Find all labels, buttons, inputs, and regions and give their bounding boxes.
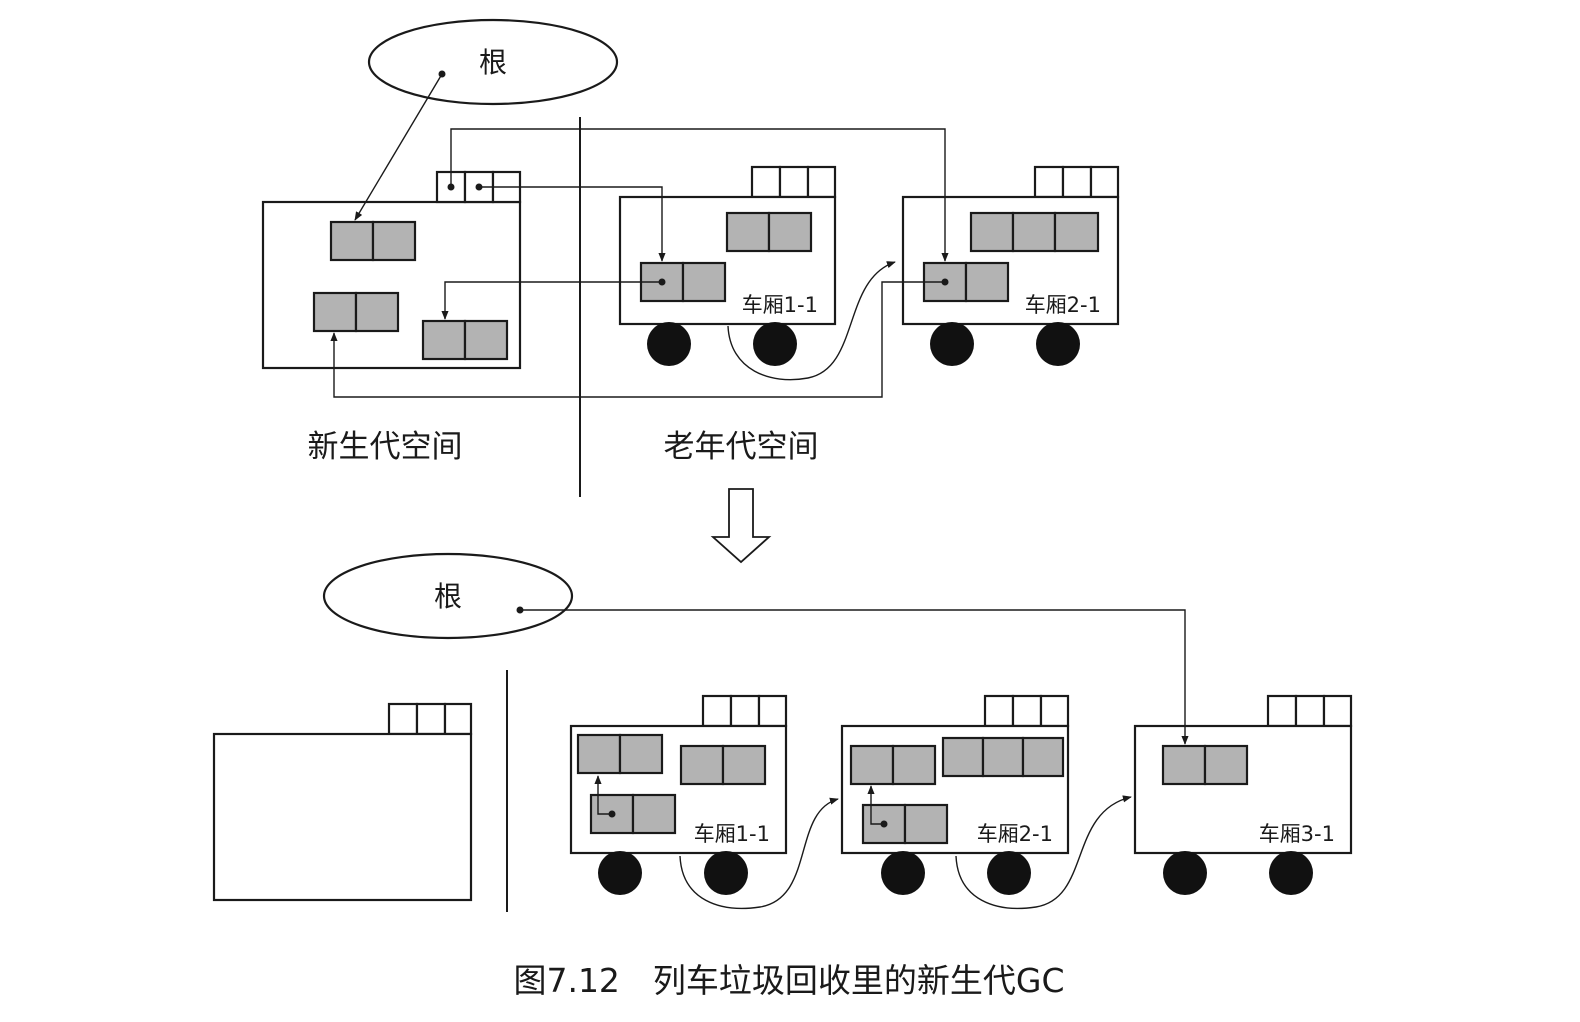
car-wheel: [930, 322, 974, 366]
top-car-2-1: 车厢2-1: [901, 165, 1120, 366]
top-references: [330, 73, 949, 398]
remembered-set-to-car-2-1-arrow: [450, 128, 949, 262]
car-2-1-to-young-object-arrow: [330, 281, 945, 398]
young-space-label: 新生代空间: [308, 429, 463, 465]
car-label: 车厢2-1: [1025, 293, 1101, 317]
car-wheel: [1036, 322, 1080, 366]
car-wheel: [881, 851, 925, 895]
young-object: [312, 291, 400, 333]
car-wheel: [647, 322, 691, 366]
young-object: [421, 319, 509, 361]
top-diagram: 根: [261, 18, 1120, 497]
bottom-car-2-1: 车厢2-1: [840, 694, 1070, 895]
root-to-young-object-arrow: [354, 73, 443, 221]
bottom-references: [520, 609, 1189, 910]
car-label: 车厢3-1: [1259, 822, 1335, 846]
young-generation-space-empty: [212, 702, 473, 902]
top-car-1-1: 车厢1-1: [618, 165, 837, 366]
car-object: [941, 736, 1065, 778]
car-label: 车厢1-1: [694, 822, 770, 846]
young-generation-space: [261, 170, 522, 370]
root-to-car-3-1-arrow: [520, 609, 1189, 745]
car-object: [1161, 744, 1249, 786]
car-2-1-to-car-3-1-link: [955, 795, 1132, 910]
car-label: 车厢2-1: [977, 822, 1053, 846]
car-wheel: [1163, 851, 1207, 895]
car-object: [725, 211, 813, 253]
car-object: [969, 211, 1100, 253]
car-wheel: [987, 851, 1031, 895]
bottom-root: 根: [322, 552, 574, 640]
car-1-1-to-young-object-arrow: [441, 281, 662, 320]
car-object: [576, 733, 664, 775]
car-wheel: [598, 851, 642, 895]
car-label: 车厢1-1: [742, 293, 818, 317]
bottom-car-3-1: 车厢3-1: [1133, 694, 1353, 895]
young-object: [329, 220, 417, 262]
down-arrow-icon: [710, 488, 772, 564]
top-root-label: 根: [479, 46, 507, 79]
old-space-label: 老年代空间: [664, 429, 819, 465]
car-wheel: [1269, 851, 1313, 895]
car-object: [861, 803, 949, 845]
remembered-set-to-car-1-1-arrow: [479, 186, 666, 262]
car-wheel: [704, 851, 748, 895]
bottom-diagram: 根: [212, 552, 1353, 912]
car-object: [849, 744, 937, 786]
car-wheel: [753, 322, 797, 366]
car-1-1-to-car-2-1-link: [679, 797, 839, 910]
car-1-1-to-car-2-1-link: [727, 261, 896, 381]
top-root: 根: [367, 18, 619, 106]
bottom-root-label: 根: [434, 580, 462, 613]
bottom-car-1-1: 车厢1-1: [569, 694, 788, 895]
figure-caption: 图7.12 列车垃圾回收里的新生代GC: [513, 961, 1064, 1000]
car-object: [679, 744, 767, 786]
